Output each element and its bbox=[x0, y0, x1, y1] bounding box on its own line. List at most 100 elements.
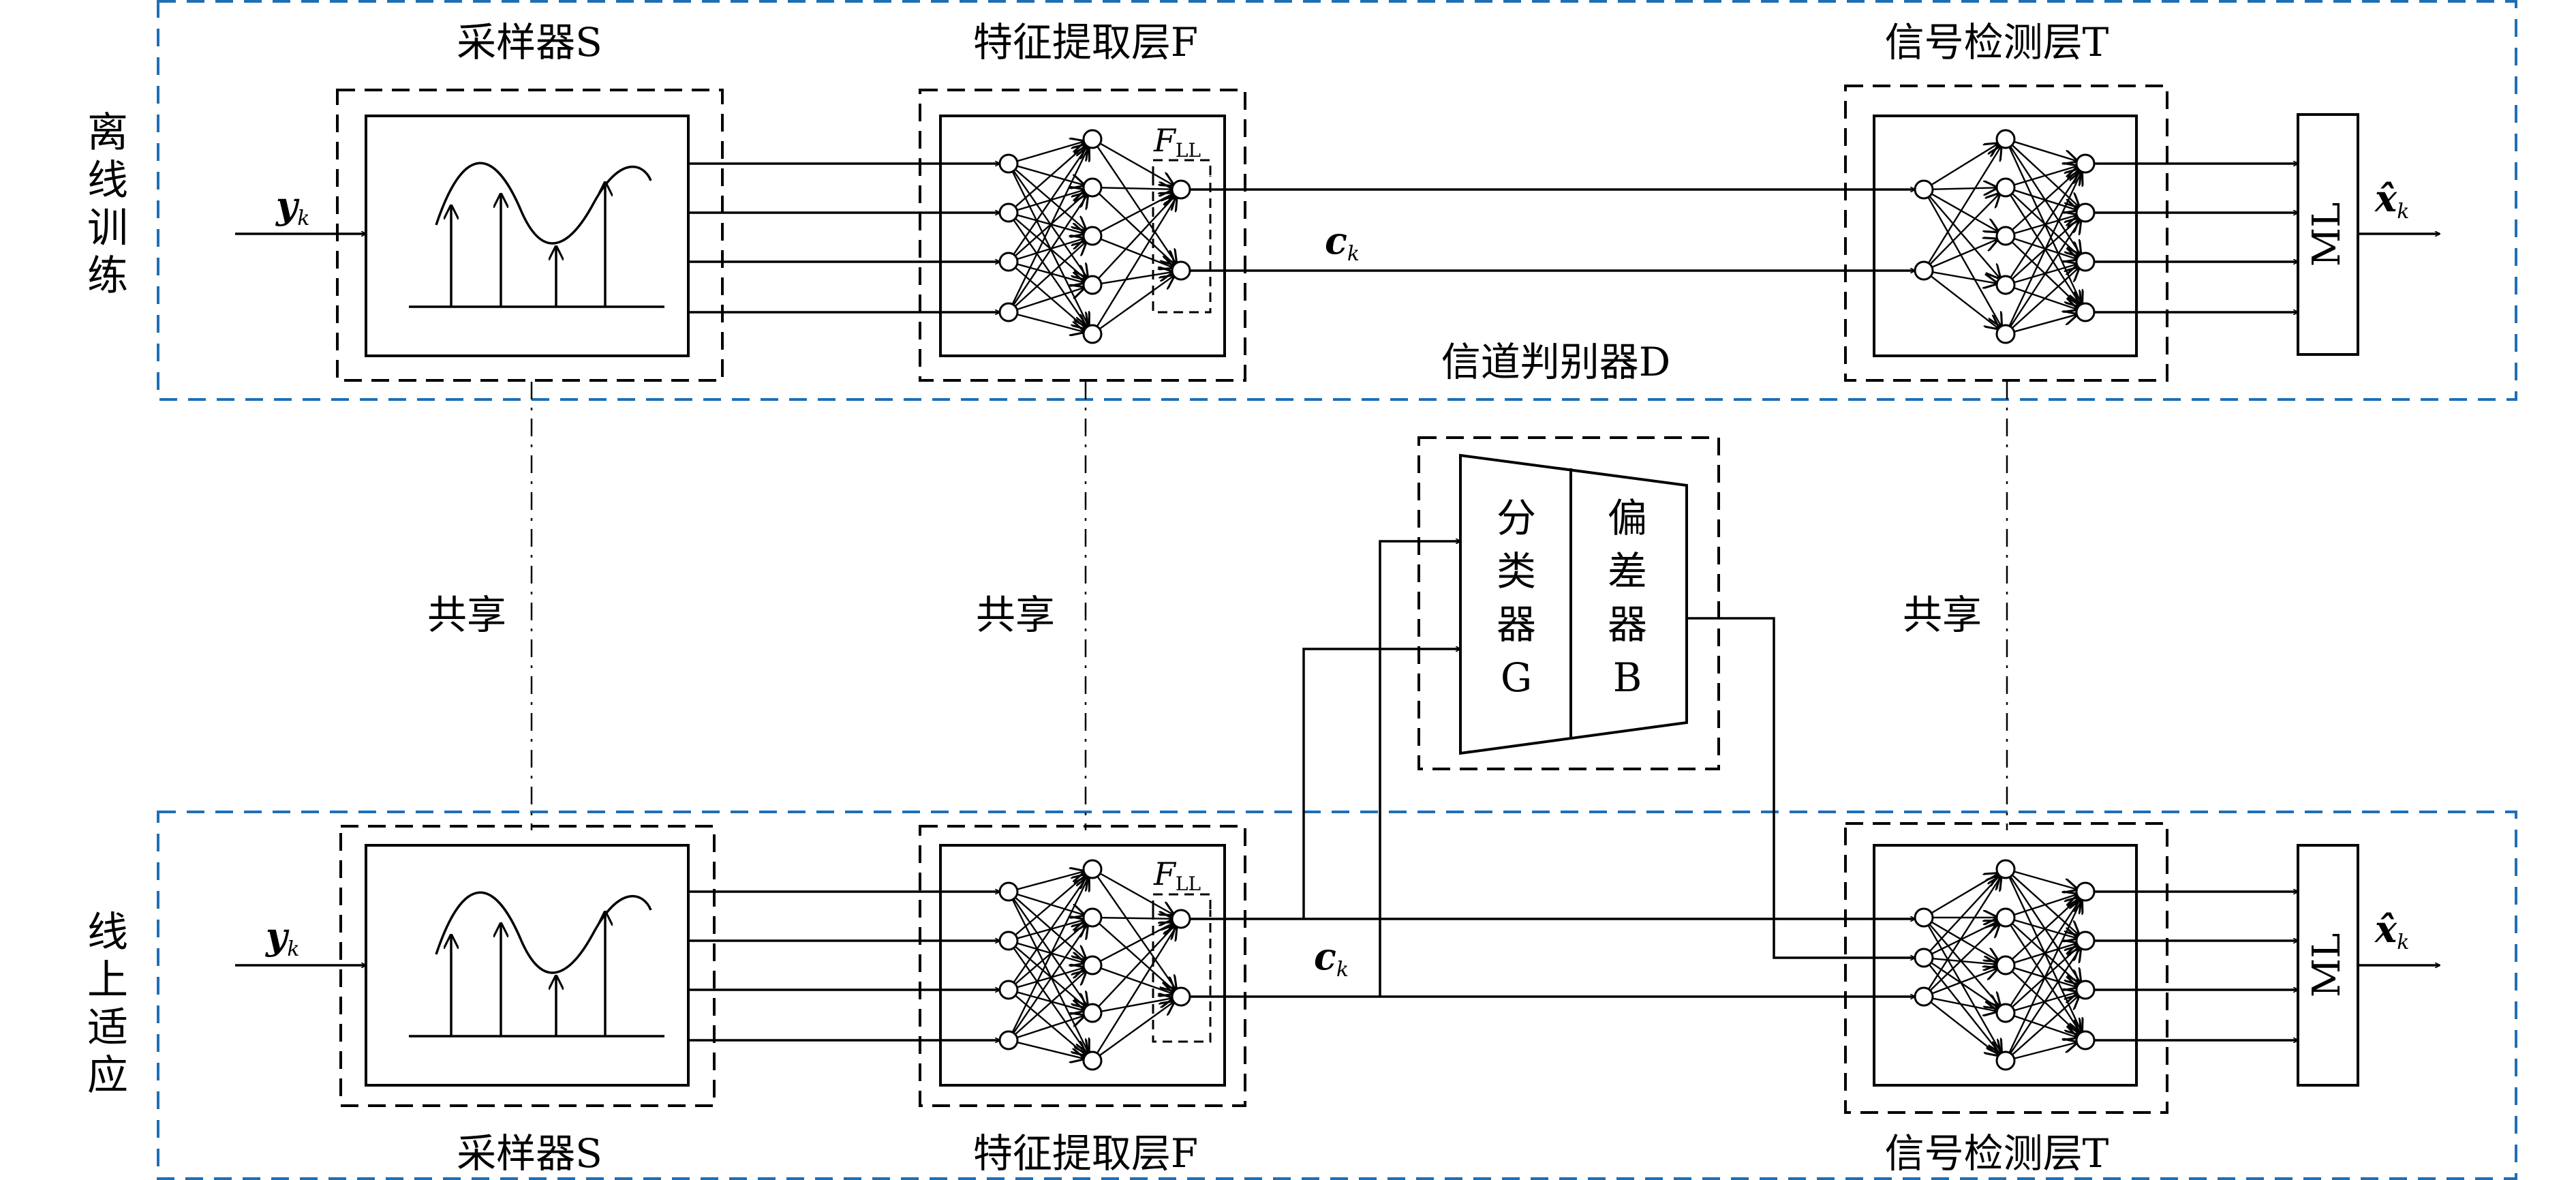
net-edge bbox=[1101, 187, 1172, 189]
net-edge bbox=[1930, 275, 1998, 329]
signal-wire bbox=[1302, 649, 1460, 919]
sampler-icon-bottom bbox=[409, 891, 664, 1038]
neuron-node bbox=[1082, 907, 1103, 928]
neuron-node bbox=[1995, 275, 2016, 295]
neuron-node bbox=[2075, 881, 2096, 902]
output-xk-bottom: x̂k bbox=[2374, 907, 2409, 954]
net-edge bbox=[1014, 971, 1086, 1035]
neuron-node bbox=[1171, 986, 1191, 1007]
input-yk-bottom: yk bbox=[265, 914, 300, 961]
ml-label-top: ML bbox=[2305, 202, 2349, 267]
net-edge bbox=[1099, 873, 1173, 914]
neuron-node bbox=[1082, 129, 1103, 149]
detector-title-bottom: 信号检测层T bbox=[1885, 1130, 2109, 1177]
feature-dashed-box-top bbox=[919, 89, 1246, 382]
net-edge bbox=[2014, 871, 2077, 890]
signal-wire bbox=[1687, 617, 1915, 958]
net-edge bbox=[1931, 962, 1998, 1008]
net-edge bbox=[1931, 969, 1997, 995]
svg-text:B: B bbox=[1613, 654, 1642, 701]
net-edge bbox=[1932, 997, 1997, 1012]
detector-box-bottom bbox=[1873, 844, 2138, 1087]
neuron-node bbox=[1082, 226, 1103, 246]
discriminator-trapezoid bbox=[1459, 453, 1688, 755]
net-edge bbox=[1017, 991, 1084, 1010]
fll-bracket-top-cap bbox=[1152, 159, 1212, 176]
neuron-node bbox=[2075, 980, 2096, 1000]
net-edge bbox=[2010, 948, 2081, 1054]
net-edge bbox=[1013, 147, 1087, 255]
svg-text:分: 分 bbox=[1497, 495, 1536, 541]
net-edge bbox=[2011, 971, 2079, 1034]
neuron-node bbox=[2075, 1030, 2096, 1050]
svg-text:器: 器 bbox=[1608, 601, 1647, 648]
neuron-node bbox=[1914, 179, 1934, 200]
feature-net-top bbox=[998, 129, 1191, 344]
fll-bracket-bottom-cap bbox=[1152, 893, 1212, 910]
net-edge bbox=[1013, 877, 1087, 984]
net-edge bbox=[1097, 875, 1176, 990]
svg-text:器: 器 bbox=[1497, 601, 1536, 648]
neuron-node bbox=[1082, 177, 1103, 198]
svg-text:类: 类 bbox=[1497, 548, 1536, 594]
neuron-node bbox=[998, 1030, 1019, 1050]
classifier-g-label: 分 类 器 G bbox=[1497, 495, 1536, 701]
discriminator-dashed-box bbox=[1417, 436, 1720, 770]
neuron-node bbox=[1995, 1003, 2016, 1023]
svg-text:偏: 偏 bbox=[1608, 495, 1647, 541]
detector-box-top bbox=[1873, 115, 2138, 357]
net-edge bbox=[1011, 147, 1089, 305]
discriminator-title: 信道判别器D bbox=[1441, 339, 1671, 385]
net-edge bbox=[1929, 876, 1999, 952]
net-edge bbox=[1100, 967, 1172, 993]
net-edge bbox=[1927, 196, 2001, 326]
net-edge bbox=[2010, 220, 2081, 327]
net-edge bbox=[1927, 147, 2001, 264]
neuron-node bbox=[1082, 955, 1103, 975]
net-edge bbox=[1099, 276, 1174, 330]
neuron-node bbox=[1914, 907, 1934, 928]
shared-label-sampler: 共享 bbox=[427, 592, 506, 638]
feature-net-bottom-edges bbox=[1011, 871, 1176, 1059]
online-section-label: 线 上 适 应 bbox=[87, 909, 128, 1100]
offline-label-char-2: 线 bbox=[87, 157, 128, 205]
neuron-node bbox=[998, 980, 1019, 1000]
net-edge bbox=[1017, 1041, 1084, 1059]
detector-title-top: 信号检测层T bbox=[1885, 19, 2109, 65]
neuron-node bbox=[1995, 1050, 2016, 1071]
neuron-node bbox=[998, 252, 1019, 272]
neuron-node bbox=[1995, 177, 2016, 198]
offline-section-border bbox=[157, 0, 2517, 401]
net-edge bbox=[2014, 140, 2076, 161]
svg-text:G: G bbox=[1501, 654, 1532, 701]
neuron-node bbox=[998, 881, 1019, 902]
neuron-node bbox=[1082, 275, 1103, 295]
code-ck-bottom: ck bbox=[1314, 935, 1349, 982]
net-edge bbox=[1011, 877, 1089, 1033]
net-edge bbox=[1931, 144, 1998, 186]
net-edge bbox=[1931, 874, 1998, 914]
net-edge bbox=[1929, 924, 1999, 1006]
net-edge bbox=[2010, 924, 2081, 1033]
feature-box-bottom bbox=[939, 844, 1226, 1087]
net-edge bbox=[1101, 918, 1172, 919]
feature-box-top bbox=[939, 115, 1226, 357]
signal-wire bbox=[1379, 541, 1460, 997]
online-label-char-4: 应 bbox=[87, 1052, 128, 1100]
detector-net-bottom bbox=[1914, 859, 2096, 1071]
sampler-box-top bbox=[365, 115, 690, 357]
net-edge bbox=[1097, 146, 1176, 263]
net-edge bbox=[1929, 924, 1999, 991]
net-edge bbox=[1098, 922, 1175, 991]
sampler-title-bottom: 采样器S bbox=[457, 1130, 602, 1177]
feature-title-bottom: 特征提取层F bbox=[973, 1130, 1198, 1177]
net-edge bbox=[1932, 958, 1997, 965]
online-label-char-1: 线 bbox=[87, 909, 128, 956]
neuron-node bbox=[1995, 955, 2016, 975]
sampler-icon-top bbox=[409, 162, 664, 308]
neuron-node bbox=[1171, 260, 1191, 281]
net-edge bbox=[1014, 242, 1086, 307]
net-edge bbox=[1013, 195, 1087, 305]
neuron-node bbox=[998, 202, 1019, 223]
